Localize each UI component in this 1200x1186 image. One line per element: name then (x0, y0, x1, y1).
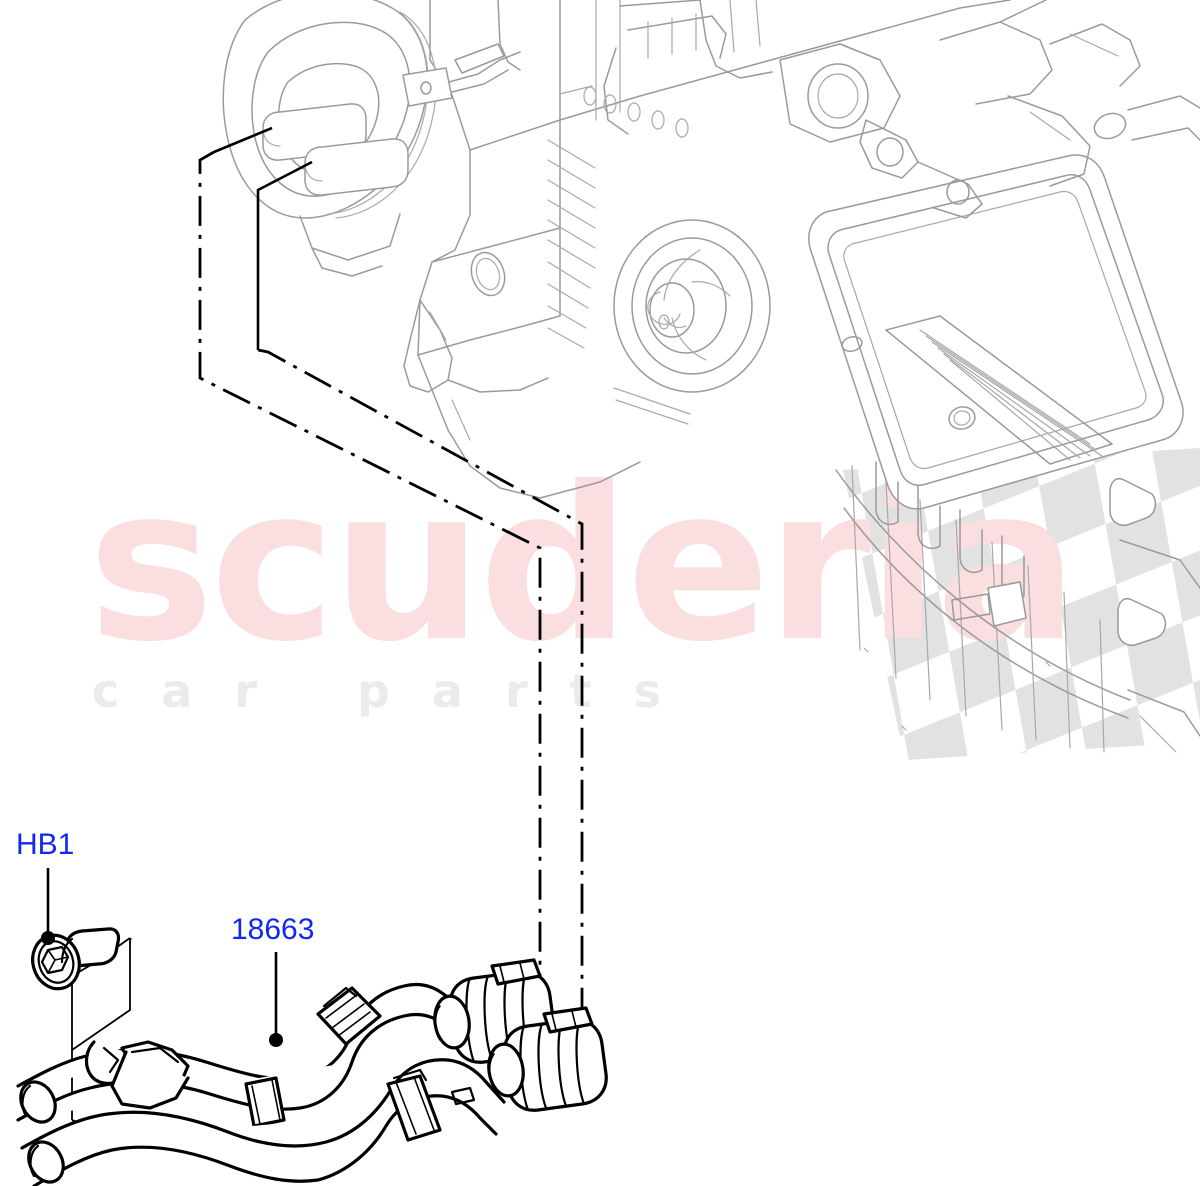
quick-connect-fitting-lower (487, 1006, 608, 1112)
hose-clip-front (450, 1086, 476, 1106)
callout-leaders (41, 868, 283, 1047)
lower-duct-horn (403, 251, 549, 393)
heater-hose-lower (20, 1058, 506, 1186)
recirculation-duct-opening (613, 219, 771, 425)
left-lower-panel (429, 384, 641, 499)
callout-label-18663[interactable]: 18663 (231, 913, 315, 946)
part-leader-dot (269, 1033, 283, 1047)
hose-open-ends (19, 1040, 190, 1184)
bracket-left-edge (71, 938, 131, 1120)
hvac-main-casing (417, 0, 1011, 386)
quick-connect-fitting-upper (433, 958, 556, 1064)
stub-leader-upper (213, 126, 273, 154)
callout-label-hb1[interactable]: HB1 (16, 828, 75, 861)
blower-actuator-block (402, 43, 521, 107)
evaporator-cover-panel (808, 154, 1184, 510)
retaining-bolt (31, 927, 121, 991)
upper-shelf-ribs (559, 0, 773, 138)
lower-rib-grid (835, 461, 1200, 753)
hb1-leader-dot (41, 931, 55, 945)
watermark-tagline-text: car parts (92, 664, 703, 718)
stub-leader-lower (256, 160, 313, 350)
actuator-motors-and-linkage (779, 0, 1200, 219)
air-distribution-vents (547, 139, 596, 349)
